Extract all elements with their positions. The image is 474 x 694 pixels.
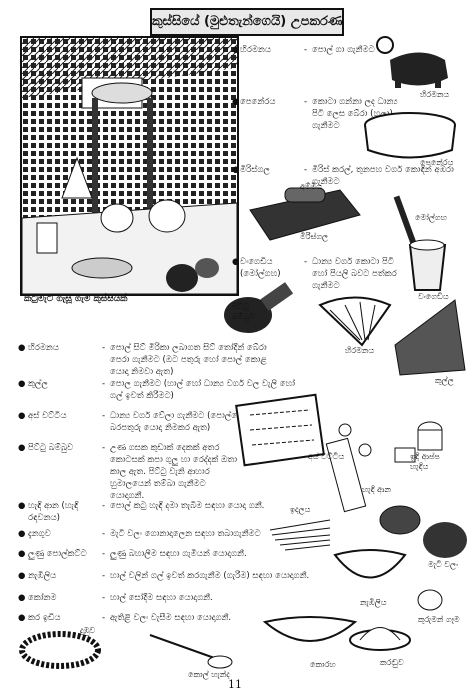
mat-figure	[235, 393, 325, 467]
pittu-figure	[224, 282, 294, 333]
page-number: 11	[228, 678, 242, 691]
label-mirisgala: මිරිස්ගල	[300, 232, 329, 241]
grinding-stone-figure	[249, 187, 361, 241]
label-aswattiya: අස් වට්ටිය	[308, 452, 345, 461]
label-idalla: ඉදලය	[290, 505, 311, 514]
mortar-figure	[393, 195, 447, 291]
winnow-figure	[394, 299, 466, 376]
label-molgaha: මෝල්ගහ	[415, 213, 447, 222]
label-korama: කොරහ	[310, 660, 336, 669]
label-wangediya: වංගෙඩිය	[418, 292, 449, 301]
ladle-figure	[149, 634, 233, 669]
label-karanduwa: කරඬුව	[380, 658, 404, 667]
label-mati-walan: මැටි වලං	[428, 560, 459, 569]
bangle-figure	[19, 631, 101, 669]
label-nambiliya: නැඹිලිය	[360, 598, 387, 607]
label-dunuwa: දුඹුව	[80, 626, 96, 635]
kurumbu-figure	[417, 589, 443, 611]
sieve-figure	[364, 112, 456, 159]
label-penera: පෙනේරය	[420, 158, 454, 167]
kitchen-illustration	[20, 36, 239, 296]
label-pittu: පිට්ටු බම්බුව	[232, 302, 255, 321]
broom-figure	[269, 519, 331, 551]
label-idi-appa: ඉඳි ආප්ප හැඳිය	[410, 452, 440, 471]
idi-appa-figure	[394, 421, 443, 463]
label-handi-aana: හැඳි ආන	[362, 485, 392, 494]
korahe-figure	[262, 616, 358, 642]
label-kuruman: කුරුමන් ගෑම	[418, 615, 460, 624]
lid-figure	[349, 627, 411, 651]
bowl-figure	[333, 549, 407, 579]
label-hiramana2: හිරමනය	[345, 346, 375, 355]
label-ammi: අම්මිය	[300, 182, 323, 191]
scene-caption: කටුමැටි ගැසූ ගැමි කුස්සියක්	[24, 294, 128, 304]
label-hiramanaya: හිරමනය	[420, 90, 450, 99]
strainer-figure	[318, 296, 392, 347]
page-title: කුස්සියේ (මුළුතැන්ගෙයි) උපකරණ	[150, 8, 344, 36]
coconut-scraper-figure	[376, 36, 448, 88]
spoon-holder-figure	[325, 423, 372, 513]
clay-pots-figure	[379, 505, 467, 558]
label-kulla: කුල්ල	[435, 376, 454, 385]
label-kol-handa: කොල් හැන්ද	[188, 670, 230, 679]
kitchen-drawing	[22, 38, 237, 294]
